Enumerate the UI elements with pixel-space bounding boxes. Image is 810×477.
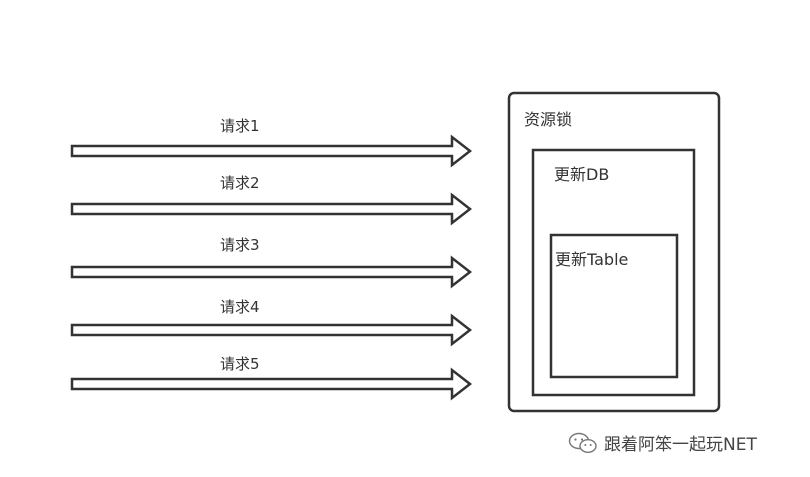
- request-3-arrow: [70, 255, 473, 289]
- update-db-label: 更新DB: [554, 165, 610, 184]
- request-2-arrow: [70, 192, 473, 226]
- request-2-label: 请求2: [220, 174, 260, 192]
- watermark: 跟着阿笨一起玩NET: [568, 430, 757, 455]
- wechat-icon: [568, 432, 597, 453]
- resource-lock-label: 资源锁: [524, 110, 573, 129]
- request-4-arrow: [70, 313, 473, 347]
- request-4-label: 请求4: [220, 298, 260, 316]
- request-5-arrow: [70, 367, 473, 401]
- request-1-label: 请求1: [220, 117, 260, 135]
- request-5-label: 请求5: [220, 355, 260, 373]
- watermark-text: 跟着阿笨一起玩NET: [604, 435, 757, 455]
- request-1-arrow: [70, 134, 473, 168]
- request-3-label: 请求3: [220, 236, 260, 254]
- update-table-label: 更新Table: [555, 250, 629, 269]
- update-table-box: [549, 233, 679, 379]
